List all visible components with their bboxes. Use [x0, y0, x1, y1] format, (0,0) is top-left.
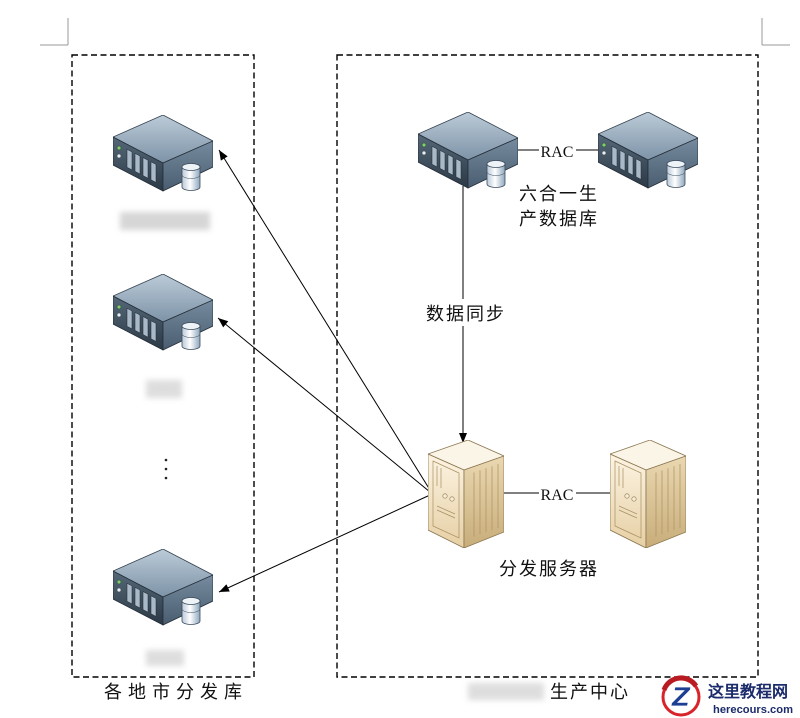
branch-area-box: [71, 54, 255, 678]
server-rac-label: RAC: [541, 487, 574, 504]
arrow-to-branch-server-2: [217, 317, 431, 493]
redacted-label: [120, 212, 210, 230]
watermark-logo-swirl: [661, 675, 699, 692]
redacted-label: [146, 650, 184, 666]
production-db-label-line1: 六合一生: [519, 184, 599, 204]
tower-server-icon: [610, 440, 686, 548]
redacted-label: [468, 683, 544, 700]
arrow-to-branch-server-3: [218, 494, 431, 593]
redacted-label: [146, 380, 182, 398]
db-rac-link: RAC: [516, 144, 602, 161]
crop-mark-top-right: [761, 18, 790, 46]
db-rac-label: RAC: [541, 144, 574, 161]
rack-server-icon: [418, 112, 518, 189]
branch-area-label: 各地市分发库: [104, 682, 248, 702]
production-db-label-line2: 产数据库: [519, 209, 599, 229]
rack-server-icon: [113, 549, 213, 626]
watermark-site-url: herecours.com: [713, 704, 793, 716]
watermark-logo: Z 这里教程网 herecours.com: [661, 675, 793, 717]
sync-label: 数据同步: [426, 304, 506, 324]
watermark-site-name: 这里教程网: [708, 682, 788, 701]
arrow-to-branch-server-1: [218, 149, 431, 491]
server-rac-link: RAC: [503, 487, 612, 504]
production-center-box: [336, 54, 759, 678]
rack-server-icon: [113, 115, 213, 192]
rack-server-icon: [598, 112, 698, 189]
distribution-server-label: 分发服务器: [499, 559, 599, 579]
crop-mark-top-left: [40, 18, 69, 46]
sync-label-background: [422, 299, 508, 326]
production-center-label: 生产中心: [550, 682, 630, 702]
watermark-logo-mark: Z: [671, 683, 692, 713]
vertical-ellipsis-icon: [164, 458, 168, 480]
tower-server-icon: [428, 440, 504, 548]
rack-server-icon: [113, 274, 213, 351]
